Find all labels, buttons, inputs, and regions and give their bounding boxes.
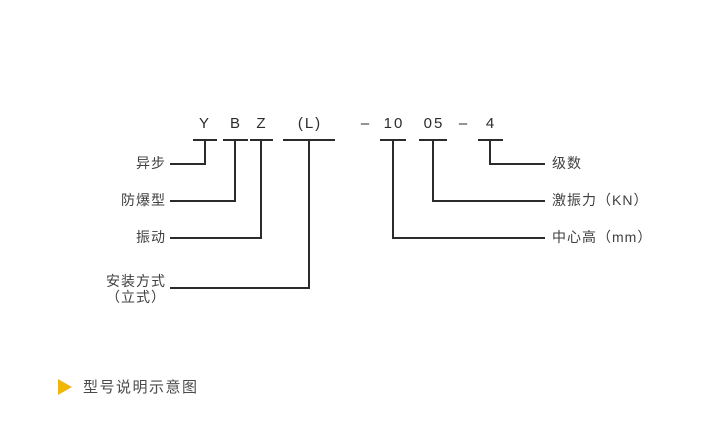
vline-l (308, 139, 310, 289)
vline-b (234, 139, 236, 202)
vline-10 (392, 139, 394, 239)
code-part-l: (L) (297, 115, 323, 132)
hline-exciting-force (432, 200, 545, 202)
code-part-y: Y (198, 115, 212, 132)
vline-05 (432, 139, 434, 202)
code-part-4: 4 (485, 115, 497, 132)
label-center-height: 中心高（mm） (552, 229, 653, 245)
code-dash-2: – (458, 115, 470, 132)
code-part-b: B (229, 115, 243, 132)
hline-poles (489, 163, 545, 165)
play-triangle-icon (58, 378, 72, 395)
vline-y (204, 139, 206, 165)
label-mounting: 安装方式 （立式） (106, 273, 166, 305)
caption-text: 型号说明示意图 (83, 379, 199, 396)
label-poles: 级数 (552, 155, 582, 171)
hline-center-height (392, 237, 545, 239)
label-async: 异步 (136, 155, 166, 171)
hline-async (170, 163, 206, 165)
label-mounting-line2: （立式） (106, 289, 166, 305)
hline-mounting (170, 287, 310, 289)
label-vibration: 振动 (136, 229, 166, 245)
code-part-z: Z (256, 115, 268, 132)
caption: 型号说明示意图 (58, 376, 199, 397)
code-part-10: 10 (383, 115, 405, 132)
hline-vibration (170, 237, 262, 239)
hline-explosion-proof (170, 200, 236, 202)
label-mounting-line1: 安装方式 (106, 273, 166, 289)
code-dash-1: – (360, 115, 372, 132)
vline-z (260, 139, 262, 239)
code-part-05: 05 (423, 115, 445, 132)
label-exciting-force: 激振力（KN） (552, 192, 649, 208)
vline-4 (489, 139, 491, 165)
label-explosion-proof: 防爆型 (121, 192, 166, 208)
